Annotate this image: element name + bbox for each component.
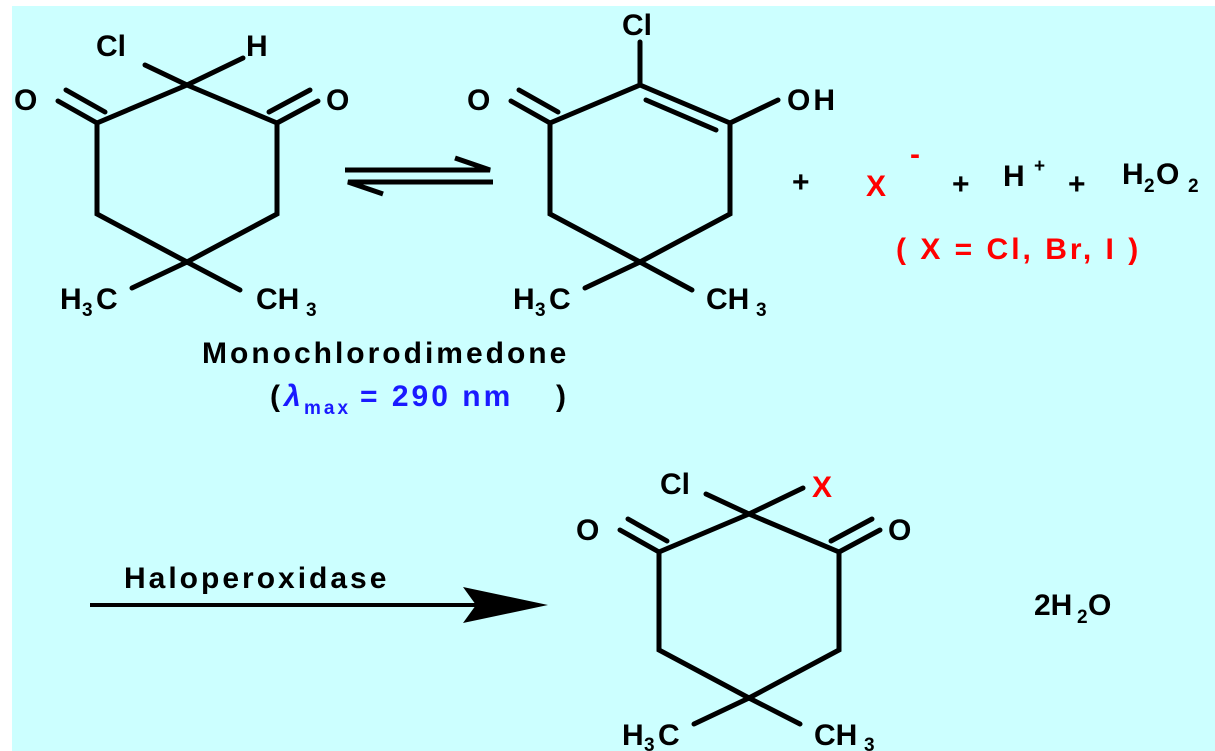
enol-methyl-right-bond <box>637 259 695 293</box>
peroxide-sub-1: 2 <box>1144 176 1155 197</box>
peroxide-o: O <box>1156 158 1179 191</box>
product-methyl-left-h: H <box>622 719 644 751</box>
equilibrium-reverse-arrow <box>347 179 493 197</box>
enol-co-bond <box>508 98 553 126</box>
plus-sign-3: + <box>1068 168 1086 201</box>
halide-x: X <box>866 170 886 203</box>
product-o-left-label: O <box>576 514 599 547</box>
reactant-methyl-left-h: H <box>60 283 82 316</box>
enol-methyl-right-sub: 3 <box>756 300 767 321</box>
halide-charge: - <box>910 138 920 171</box>
reactant-h-bond <box>184 55 246 88</box>
product-methyl-left-sub: 3 <box>644 735 655 751</box>
reactant-structure: Cl H O O H 3 C CH 3 <box>14 30 349 321</box>
reactant-methyl-right-bond <box>184 259 243 293</box>
enzyme-label: Haloperoxidase <box>124 562 389 595</box>
enol-methyl-left-c: C <box>549 283 571 316</box>
reactant-methyl-right-sub: 3 <box>306 300 317 321</box>
reactant-o-right-label: O <box>326 84 349 117</box>
enol-oh-bond <box>727 97 781 126</box>
product-methyl-right-ch: CH <box>814 719 857 751</box>
product-cl-bond <box>703 491 752 517</box>
halide-note: ( X = Cl, Br, I ) <box>896 233 1141 266</box>
reaction-arrowhead <box>463 587 548 623</box>
product-co-right-bond2 <box>828 516 875 544</box>
enol-o-label: O <box>467 84 490 117</box>
enol-double-bond <box>643 97 719 133</box>
product-methyl-left-c: C <box>658 719 680 751</box>
water-sub: 2 <box>1077 607 1088 628</box>
lambda-open-paren: ( <box>270 380 280 413</box>
reactant-name: Monochlorodimedone <box>202 337 569 370</box>
reactant-methyl-left-sub: 3 <box>82 300 93 321</box>
water-o: O <box>1088 589 1111 622</box>
enol-structure: Cl O OH H 3 C CH 3 <box>467 9 838 321</box>
equilibrium-arrows <box>345 155 493 197</box>
lambda-symbol: λ <box>282 380 301 413</box>
product-co-left-bond <box>617 527 662 555</box>
product-methyl-right-sub: 3 <box>864 735 875 751</box>
product-x-bond <box>746 485 806 517</box>
reactant-o-left-label: O <box>14 84 37 117</box>
reactant-co-left-bond2 <box>63 87 108 115</box>
enol-methyl-right-ch: CH <box>706 283 749 316</box>
background-panel <box>12 6 1215 751</box>
reactant-cl-label: Cl <box>96 30 126 63</box>
reaction-arrow: Haloperoxidase <box>90 562 548 623</box>
proton-h: H <box>1003 160 1025 193</box>
reactant-h-label: H <box>246 30 268 63</box>
reactant-co-right-bond2 <box>266 87 313 115</box>
enol-methyl-left-bond <box>582 259 643 291</box>
lambda-value: = 290 nm <box>360 380 513 413</box>
water-coef-h: 2H <box>1034 589 1072 622</box>
lambda-subscript: max <box>304 398 351 419</box>
product-methyl-left-bond <box>691 695 752 727</box>
reactant-co-right-bond <box>274 98 321 126</box>
reagents: + X - + H + + H 2 O 2 ( X = Cl, Br, I ) <box>792 138 1199 266</box>
enol-methyl-left-sub: 3 <box>535 300 546 321</box>
lambda-close-paren: ) <box>556 380 566 413</box>
product-cl-label: Cl <box>660 468 690 501</box>
enol-cl-label: Cl <box>622 9 652 42</box>
product-co-left-bond2 <box>625 516 670 544</box>
peroxide-h: H <box>1122 158 1144 191</box>
water-product: 2H 2 O <box>1034 589 1111 628</box>
product-methyl-right-bond <box>746 695 803 727</box>
reactant-methyl-right-ch: CH <box>256 283 299 316</box>
reactant-co-left-bond <box>55 98 100 126</box>
product-structure: Cl X O O H 3 C CH 3 <box>576 468 911 751</box>
plus-sign-2: + <box>952 168 970 201</box>
peroxide-sub-2: 2 <box>1188 176 1199 197</box>
enol-oh-label: OH <box>787 84 838 117</box>
enol-co-bond2 <box>516 87 561 115</box>
reactant-methyl-left-c: C <box>96 283 118 316</box>
equilibrium-forward-arrow <box>345 155 491 173</box>
plus-sign-1: + <box>792 166 810 199</box>
product-o-right-label: O <box>888 514 911 547</box>
product-co-right-bond <box>836 527 883 555</box>
reactant-cl-bond <box>142 62 190 88</box>
reactant-methyl-left-bond <box>129 259 190 291</box>
product-x-label: X <box>812 471 832 504</box>
enol-methyl-left-h: H <box>513 283 535 316</box>
proton-charge: + <box>1034 156 1045 177</box>
